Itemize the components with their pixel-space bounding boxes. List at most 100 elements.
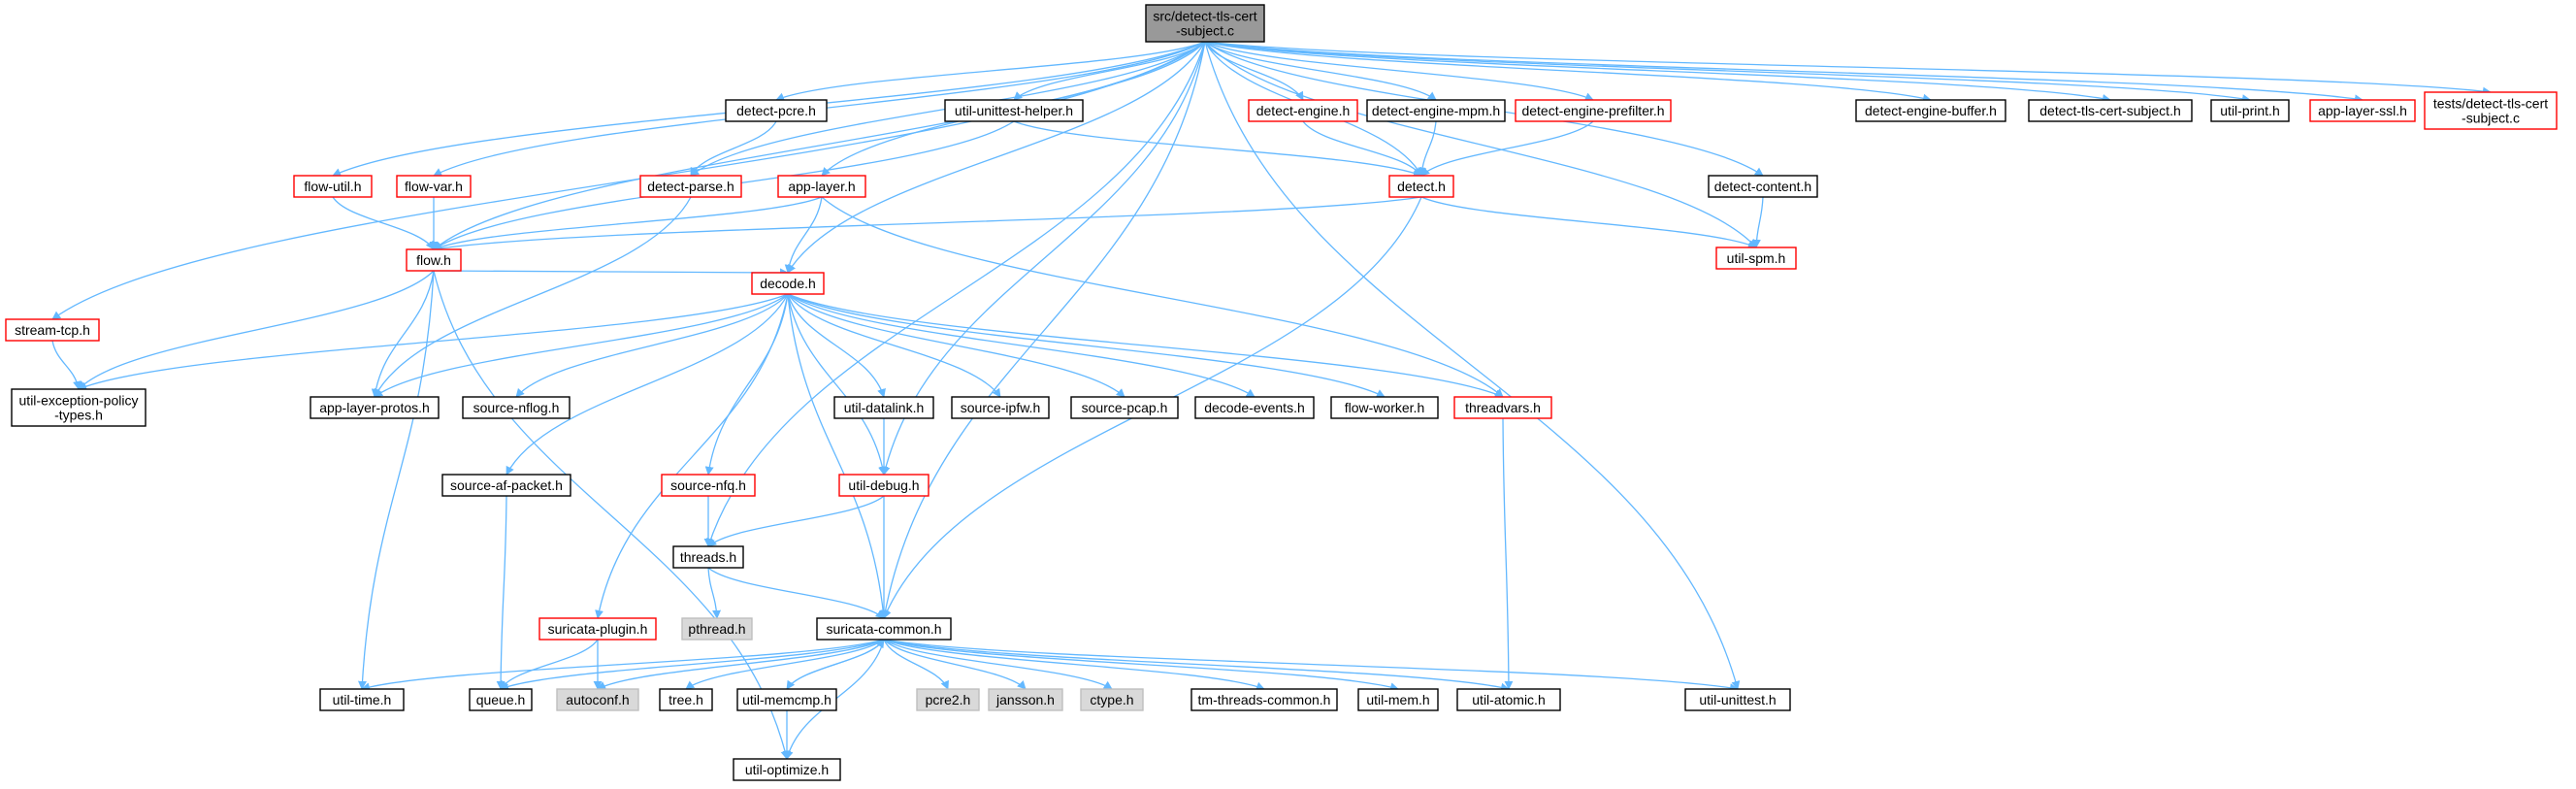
node-util-print[interactable]: util-print.h [2210,99,2290,122]
node-util-memcmp[interactable]: util-memcmp.h [736,688,837,711]
node-detect-engine[interactable]: detect-engine.h [1248,99,1358,122]
node-box [406,248,462,272]
edge-decode-to-util-datalink [787,293,886,398]
edge-suricata-plugin-to-queue [500,639,599,690]
node-flow-util[interactable]: flow-util.h [293,175,373,198]
edge-root-to-util-spm [1204,41,1757,248]
node-app-layer-protos[interactable]: app-layer-protos.h [310,396,440,419]
node-threadvars[interactable]: threadvars.h [1453,396,1552,419]
node-util-spm[interactable]: util-spm.h [1715,247,1797,270]
edge-suricata-common-to-autoconf [597,639,885,690]
node-pcre2[interactable]: pcre2.h [916,688,980,711]
node-label: source-af-packet.h [450,477,563,493]
node-tests-detect[interactable]: tests/detect-tls-cert-subject.c [2424,91,2558,130]
node-tm-threads-common[interactable]: tm-threads-common.h [1190,688,1338,711]
node-box [639,175,742,198]
node-source-nflog[interactable]: source-nflog.h [462,396,571,419]
node-detect-pcre[interactable]: detect-pcre.h [725,99,828,122]
node-source-af-packet[interactable]: source-af-packet.h [441,474,571,497]
node-ctype[interactable]: ctype.h [1080,688,1144,711]
edge-root-to-detect-engine-prefilter [1204,41,1594,101]
node-app-layer[interactable]: app-layer.h [777,175,866,198]
node-util-exception-policy[interactable]: util-exception-policy-types.h [11,388,147,427]
node-box [733,758,841,781]
edge-root-to-detect-engine-mpm [1204,41,1437,101]
node-suricata-common[interactable]: suricata-common.h [816,617,952,641]
node-label: src/detect-tls-cert [1153,9,1256,24]
node-queue[interactable]: queue.h [469,688,533,711]
edge-threads-to-suricata-common [707,567,885,619]
node-box [777,175,866,198]
node-label: util-mem.h [1366,692,1429,707]
node-detect-content[interactable]: detect-content.h [1708,175,1818,198]
node-decode-events[interactable]: decode-events.h [1194,396,1315,419]
edge-root-to-detect-engine [1204,41,1304,101]
node-label: suricata-common.h [826,621,941,637]
node-label: util-unittest-helper.h [955,103,1073,118]
node-autoconf[interactable]: autoconf.h [556,688,639,711]
node-box [462,396,571,419]
edge-suricata-common-to-ctype [883,639,1113,690]
node-label: jansson.h [995,692,1055,707]
node-source-pcap[interactable]: source-pcap.h [1070,396,1179,419]
node-box [681,617,753,641]
node-util-debug[interactable]: util-debug.h [838,474,929,497]
node-util-unittest[interactable]: util-unittest.h [1684,688,1791,711]
edge-decode-to-util-exception-policy [78,293,789,391]
edge-decode-to-threadvars [787,293,1504,398]
node-label: detect-pcre.h [736,103,816,118]
node-box [725,99,828,122]
node-util-datalink[interactable]: util-datalink.h [833,396,934,419]
node-label: queue.h [476,692,526,707]
node-detect-engine-prefilter[interactable]: detect-engine-prefilter.h [1515,99,1672,122]
node-flow-var[interactable]: flow-var.h [396,175,472,198]
node-box [661,474,756,497]
node-detect-engine-mpm[interactable]: detect-engine-mpm.h [1366,99,1506,122]
node-label: tm-threads-common.h [1198,692,1331,707]
node-label: detect-engine-buffer.h [1865,103,1997,118]
node-stream-tcp[interactable]: stream-tcp.h [5,318,100,342]
node-jansson[interactable]: jansson.h [988,688,1063,711]
node-box [838,474,929,497]
node-box [5,318,100,342]
node-detect-engine-buffer[interactable]: detect-engine-buffer.h [1855,99,2006,122]
edge-util-memcmp-to-suricata-common [786,639,885,690]
node-util-optimize[interactable]: util-optimize.h [733,758,841,781]
node-box [1388,175,1454,198]
node-source-nfq[interactable]: source-nfq.h [661,474,756,497]
node-box [916,688,980,711]
node-threads[interactable]: threads.h [672,545,744,569]
node-label: util-datalink.h [844,400,925,415]
node-label: -subject.c [2462,111,2520,126]
node-label: util-time.h [333,692,392,707]
node-root[interactable]: src/detect-tls-cert-subject.c [1145,4,1265,43]
node-box [1456,688,1561,711]
node-source-ipfw[interactable]: source-ipfw.h [951,396,1050,419]
node-detect-tls-cert-subject[interactable]: detect-tls-cert-subject.h [2028,99,2193,122]
node-flow[interactable]: flow.h [406,248,462,272]
node-flow-worker[interactable]: flow-worker.h [1330,396,1439,419]
node-app-layer-ssl[interactable]: app-layer-ssl.h [2309,99,2416,122]
node-util-unittest-helper[interactable]: util-unittest-helper.h [944,99,1084,122]
edge-app-layer-to-threadvars [821,196,1504,398]
node-tree[interactable]: tree.h [659,688,713,711]
node-util-time[interactable]: util-time.h [319,688,405,711]
node-label: source-pcap.h [1082,400,1168,415]
node-suricata-plugin[interactable]: suricata-plugin.h [538,617,657,641]
edge-app-layer-to-decode [784,196,823,274]
node-util-mem[interactable]: util-mem.h [1357,688,1439,711]
node-detect-parse[interactable]: detect-parse.h [639,175,742,198]
node-box [1366,99,1506,122]
node-box [2028,99,2193,122]
edge-threadvars-to-util-atomic [1502,417,1514,690]
node-box [11,388,147,427]
node-util-atomic[interactable]: util-atomic.h [1456,688,1561,711]
node-pthread[interactable]: pthread.h [681,617,753,641]
node-label: source-nfq.h [670,477,746,493]
node-decode[interactable]: decode.h [751,272,825,295]
node-detect[interactable]: detect.h [1388,175,1454,198]
node-label: flow-util.h [304,179,361,194]
edge-detect-engine-to-detect [1302,120,1422,177]
node-box [1855,99,2006,122]
node-box [538,617,657,641]
